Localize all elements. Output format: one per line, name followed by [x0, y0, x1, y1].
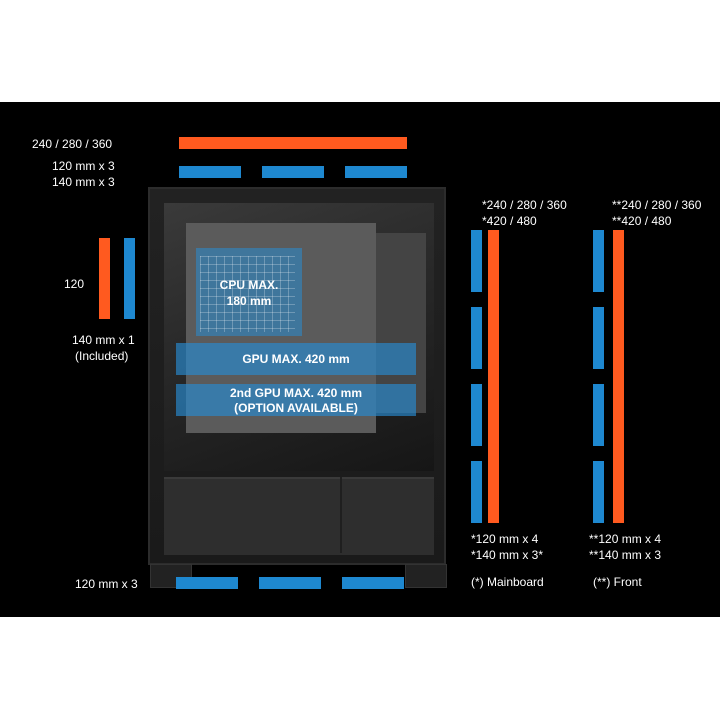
- rear-radiator-bar: [99, 238, 110, 319]
- front-note: (**) Front: [593, 575, 642, 589]
- pc-case: [148, 187, 446, 565]
- top-radiator-bar: [179, 137, 407, 149]
- front-rad-label-1: **240 / 280 / 360: [612, 198, 702, 212]
- case-interior: [164, 203, 434, 471]
- case-foot-right: [405, 564, 447, 588]
- gpu2-label-2: (OPTION AVAILABLE): [234, 401, 358, 415]
- mainboard-fan-bar-2: [471, 307, 482, 369]
- psu-shroud: [164, 477, 434, 555]
- front-radiator-bar: [613, 230, 624, 523]
- front-fan-bar-4: [593, 461, 604, 523]
- rear-fan-bar: [124, 238, 135, 319]
- front-fan-bar-3: [593, 384, 604, 446]
- mainboard-fans-label-2: *140 mm x 3*: [471, 548, 544, 562]
- gpu2-clearance-box: [176, 384, 416, 416]
- mainboard-note: (*) Mainboard: [471, 575, 544, 589]
- cpu-cooler-grid: [200, 256, 295, 332]
- top-fan-bar-3: [345, 166, 407, 178]
- gpu-clearance-box: [176, 343, 416, 375]
- top-radiator-label: 240 / 280 / 360: [32, 137, 113, 151]
- gpu2-label-1: 2nd GPU MAX. 420 mm: [229, 386, 363, 400]
- rear-fan-label-2: 140 mm x 1: [72, 333, 135, 347]
- top-fan-bar-1: [179, 166, 241, 178]
- mainboard-radiator-bar: [488, 230, 499, 523]
- mainboard-fan-bar-3: [471, 384, 482, 446]
- bottom-fans-label: 120 mm x 3: [75, 577, 138, 591]
- front-fan-bar-1: [593, 230, 604, 292]
- front-rad-label-2: **420 / 480: [612, 214, 672, 228]
- mainboard-fan-bar-4: [471, 461, 482, 523]
- cpu-clearance-box: [196, 248, 302, 336]
- mainboard-fans-label-1: *120 mm x 4: [471, 532, 539, 546]
- gpu-label: GPU MAX. 420 mm: [242, 352, 350, 366]
- top-fans-label-2: 140 mm x 3: [52, 175, 115, 189]
- rear-fan-label-3: (Included): [75, 349, 129, 363]
- rear-fan-label: 120: [64, 277, 85, 291]
- mainboard-rad-label-2: *420 / 480: [482, 214, 537, 228]
- top-fan-bar-2: [262, 166, 324, 178]
- front-fan-bar-2: [593, 307, 604, 369]
- front-fans-label-1: **120 mm x 4: [589, 532, 662, 546]
- cable-bracket: [376, 233, 426, 413]
- cpu-label-2: 180 mm: [226, 294, 272, 308]
- bottom-fan-bar-2: [259, 577, 321, 589]
- top-fans-label-1: 120 mm x 3: [52, 159, 115, 173]
- cpu-label-1: CPU MAX.: [219, 278, 279, 292]
- bottom-fan-bar-3: [342, 577, 404, 589]
- mainboard-rad-label-1: *240 / 280 / 360: [482, 198, 567, 212]
- front-fans-label-2: **140 mm x 3: [589, 548, 662, 562]
- mainboard-fan-bar-1: [471, 230, 482, 292]
- diagram-stage: 240 / 280 / 360 120 mm x 3 140 mm x 3 12…: [0, 102, 720, 617]
- psu-shroud-divider: [340, 477, 342, 553]
- bottom-fan-bar-1: [176, 577, 238, 589]
